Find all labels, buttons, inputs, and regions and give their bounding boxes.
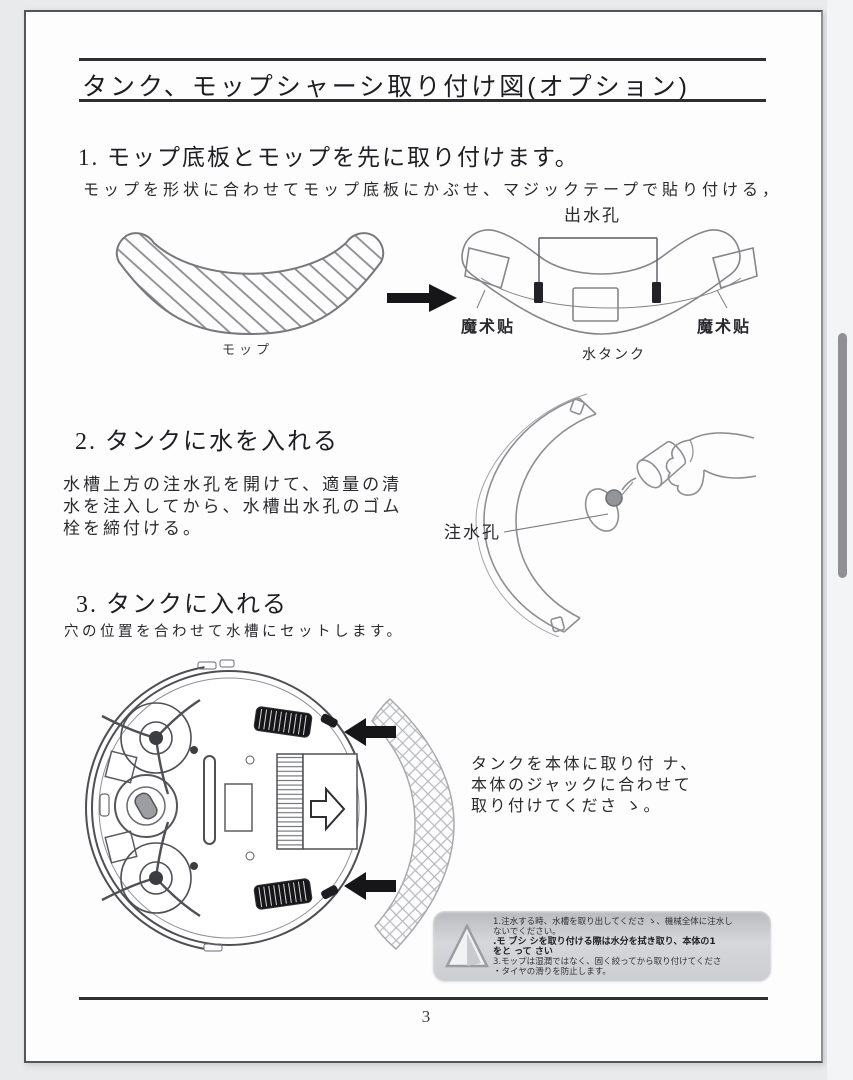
warning-line3: .モ ブシ シを取り付ける際は水分を拭き取り、本体の1	[493, 937, 716, 947]
scrollbar-track[interactable]	[827, 0, 853, 1080]
warning-line5: 3.モップは湿潤ではなく、固く絞ってから取り付けてくださ	[493, 957, 722, 967]
section2-body-line3: 栓を締付ける。	[63, 519, 203, 538]
warning-line6: ・タイヤの滑りを防止します。	[493, 967, 611, 977]
section1-heading: 1. モップ底板とモップを先に取り付けます。	[78, 145, 580, 170]
warning-text: 1.注水する時、水槽を取り出してくださ ゝ、機械全体に注水し ないでください。 …	[493, 917, 733, 977]
velcro-right-label: 魔术贴	[697, 319, 752, 336]
mop-label: モップ	[222, 342, 274, 357]
attach-note-line2: 本体のジャックに合わせて	[471, 777, 693, 794]
tank-label: 水タンク	[582, 348, 646, 363]
page-number: 3	[421, 1007, 431, 1026]
section2-body-line1: 水槽上方の注水孔を開けて、適量の清	[63, 475, 403, 494]
attach-note-line1: タンクを本体に取り付 ナ、	[471, 756, 699, 773]
section3-heading: 3. タンクに入れる	[76, 592, 288, 618]
manual-page: タンク、モップシャーシ取り付け図(オプション) 1. モップ底板とモップを先に取…	[24, 10, 823, 1063]
warning-line4: をと って さい	[493, 947, 553, 957]
right-arrow-icon	[387, 282, 459, 314]
title-rule-bottom	[79, 99, 766, 102]
velcro-left-label: 魔术贴	[461, 319, 516, 336]
mop-illustration	[104, 228, 396, 342]
outlet-hole-label: 出水孔	[564, 206, 621, 225]
warning-line2: ないでください。	[493, 927, 561, 937]
section2-heading: 2. タンクに水を入れる	[75, 429, 339, 455]
water-tank-illustration	[451, 216, 771, 348]
scrollbar-thumb[interactable]	[838, 333, 847, 578]
warning-box: 1.注水する時、水槽を取り出してくださ ゝ、機械全体に注水し ないでください。 …	[433, 911, 771, 981]
section1-body: モップを形状に合わせてモップ底板にかぶせ、マジックテープで貼り付ける，	[83, 182, 783, 199]
inlet-hole-label: 注水孔	[444, 523, 501, 542]
section2-body-line2: 水を注入してから、水槽出水孔のゴム	[63, 497, 403, 516]
attach-note-line3: 取り付けてくださ ゝ。	[471, 798, 663, 815]
warning-line1: 1.注水する時、水槽を取り出してくださ ゝ、機械全体に注水し	[493, 917, 733, 927]
title-rule-top	[79, 58, 766, 61]
footer-rule	[79, 997, 768, 1000]
warning-triangle-icon	[445, 921, 489, 971]
section2-body: 水槽上方の注水孔を開けて、適量の清 水を注入してから、水槽出水孔のゴム 栓を締付…	[63, 474, 403, 540]
robot-underside-illustration	[78, 654, 478, 959]
attach-note: タンクを本体に取り付 ナ、 本体のジャックに合わせて 取り付けてくださ ゝ。	[471, 754, 699, 817]
page-title: タンク、モップシャーシ取り付け図(オプション)	[82, 73, 690, 101]
tank-filling-illustration	[426, 392, 756, 637]
section3-body: 穴の位置を合わせて水槽にセットします。	[64, 624, 405, 640]
